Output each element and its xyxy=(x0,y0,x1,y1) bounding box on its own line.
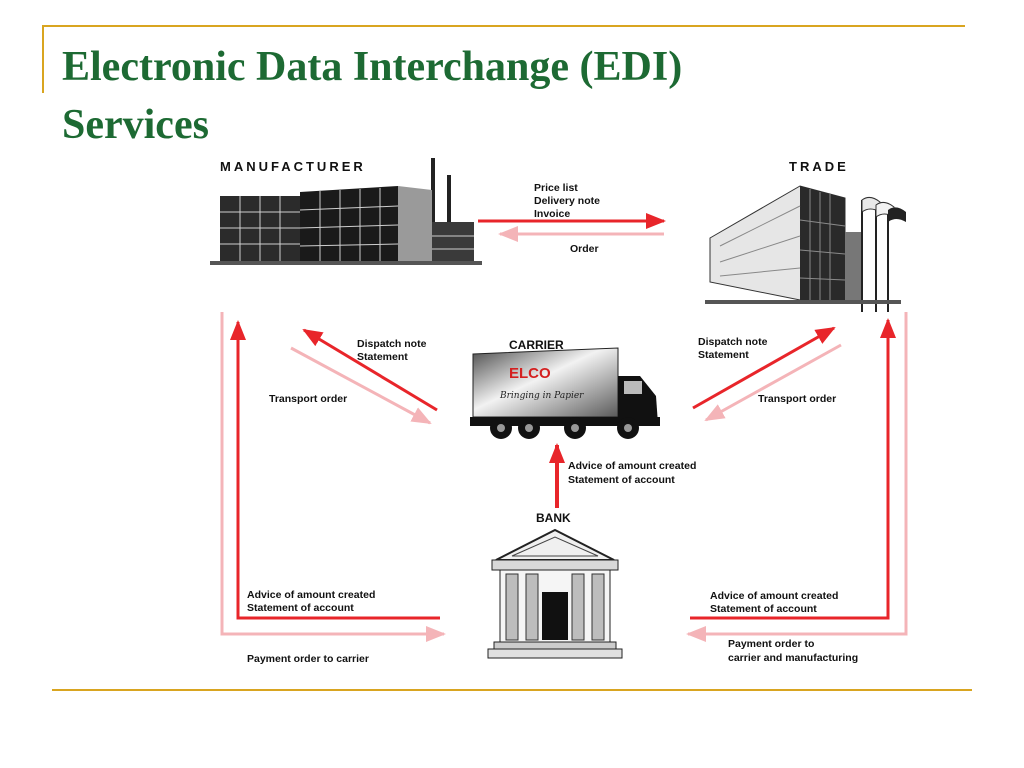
arrow-bank-to-mfr xyxy=(230,320,440,620)
flow-label-line: Statement of account xyxy=(710,603,817,615)
truck-slogan: Bringing in Papier xyxy=(499,391,584,401)
arrow-bank-to-trade xyxy=(690,318,896,620)
label-trade-to-bank: Payment order to carrier and manufacturi… xyxy=(728,638,858,664)
label-bank-to-trade: Advice of amount created Statement of ac… xyxy=(710,590,838,615)
top-rule xyxy=(42,25,965,27)
flow-label-line: Statement of account xyxy=(568,474,675,486)
flow-label-line: Invoice xyxy=(534,208,570,220)
flow-label-line: Delivery note xyxy=(534,195,600,207)
label-bank-to-mfr: Advice of amount created Statement of ac… xyxy=(247,589,375,614)
label-carrier-to-mfr: Dispatch note Statement xyxy=(357,338,427,363)
flow-label-line: Statement of account xyxy=(247,602,354,614)
label-carrier-to-trade: Dispatch note Statement xyxy=(698,336,768,361)
title-line-1: Electronic Data Interchange (EDI) xyxy=(62,44,683,90)
bottom-rule xyxy=(52,689,972,691)
label-bank-to-carrier: Advice of amount created Statement of ac… xyxy=(568,460,696,486)
flow-label-line: Statement xyxy=(357,351,408,363)
flow-label-line: Advice of amount created xyxy=(568,460,696,472)
flow-label-line: Payment order to xyxy=(728,638,814,650)
label-mfr-to-carrier: Transport order xyxy=(269,393,347,405)
truck-logo: ELCO xyxy=(509,365,551,382)
arrow-mfr-to-bank xyxy=(220,312,446,642)
factory-icon xyxy=(210,158,482,265)
flow-label-line: Advice of amount created xyxy=(247,589,375,601)
store-building-icon xyxy=(705,185,906,312)
label-mfr-to-trade: Price list Delivery note Invoice xyxy=(534,182,600,220)
left-rule xyxy=(42,25,44,93)
trade-label: TRADE xyxy=(789,159,849,174)
label-mfr-to-bank: Payment order to carrier xyxy=(247,653,369,665)
bank-building-icon xyxy=(487,528,623,659)
arrow-carrier-to-trade xyxy=(692,326,836,410)
flow-label-line: Statement xyxy=(698,349,749,361)
flow-label-line: Advice of amount created xyxy=(710,590,838,602)
arrow-carrier-to-mfr xyxy=(302,328,438,412)
title-line-2: Services xyxy=(62,102,209,148)
label-trade-to-mfr: Order xyxy=(570,243,599,255)
manufacturer-label: MANUFACTURER xyxy=(220,159,366,174)
delivery-truck-icon: ELCO Bringing in Papier xyxy=(470,347,660,439)
arrow-trade-to-bank xyxy=(686,312,908,642)
slide-title: Electronic Data Interchange (EDI) Servic… xyxy=(62,38,962,154)
flow-label-line: Price list xyxy=(534,182,578,194)
flow-label-line: Dispatch note xyxy=(698,336,768,348)
flow-label-line: carrier and manufacturing xyxy=(728,652,858,664)
arrow-mfr-to-carrier xyxy=(290,346,432,425)
label-trade-to-carrier: Transport order xyxy=(758,393,836,405)
flow-label-line: Dispatch note xyxy=(357,338,427,350)
arrow-trade-to-carrier xyxy=(704,343,842,422)
carrier-label: CARRIER xyxy=(509,338,564,352)
bank-label: BANK xyxy=(536,511,571,525)
